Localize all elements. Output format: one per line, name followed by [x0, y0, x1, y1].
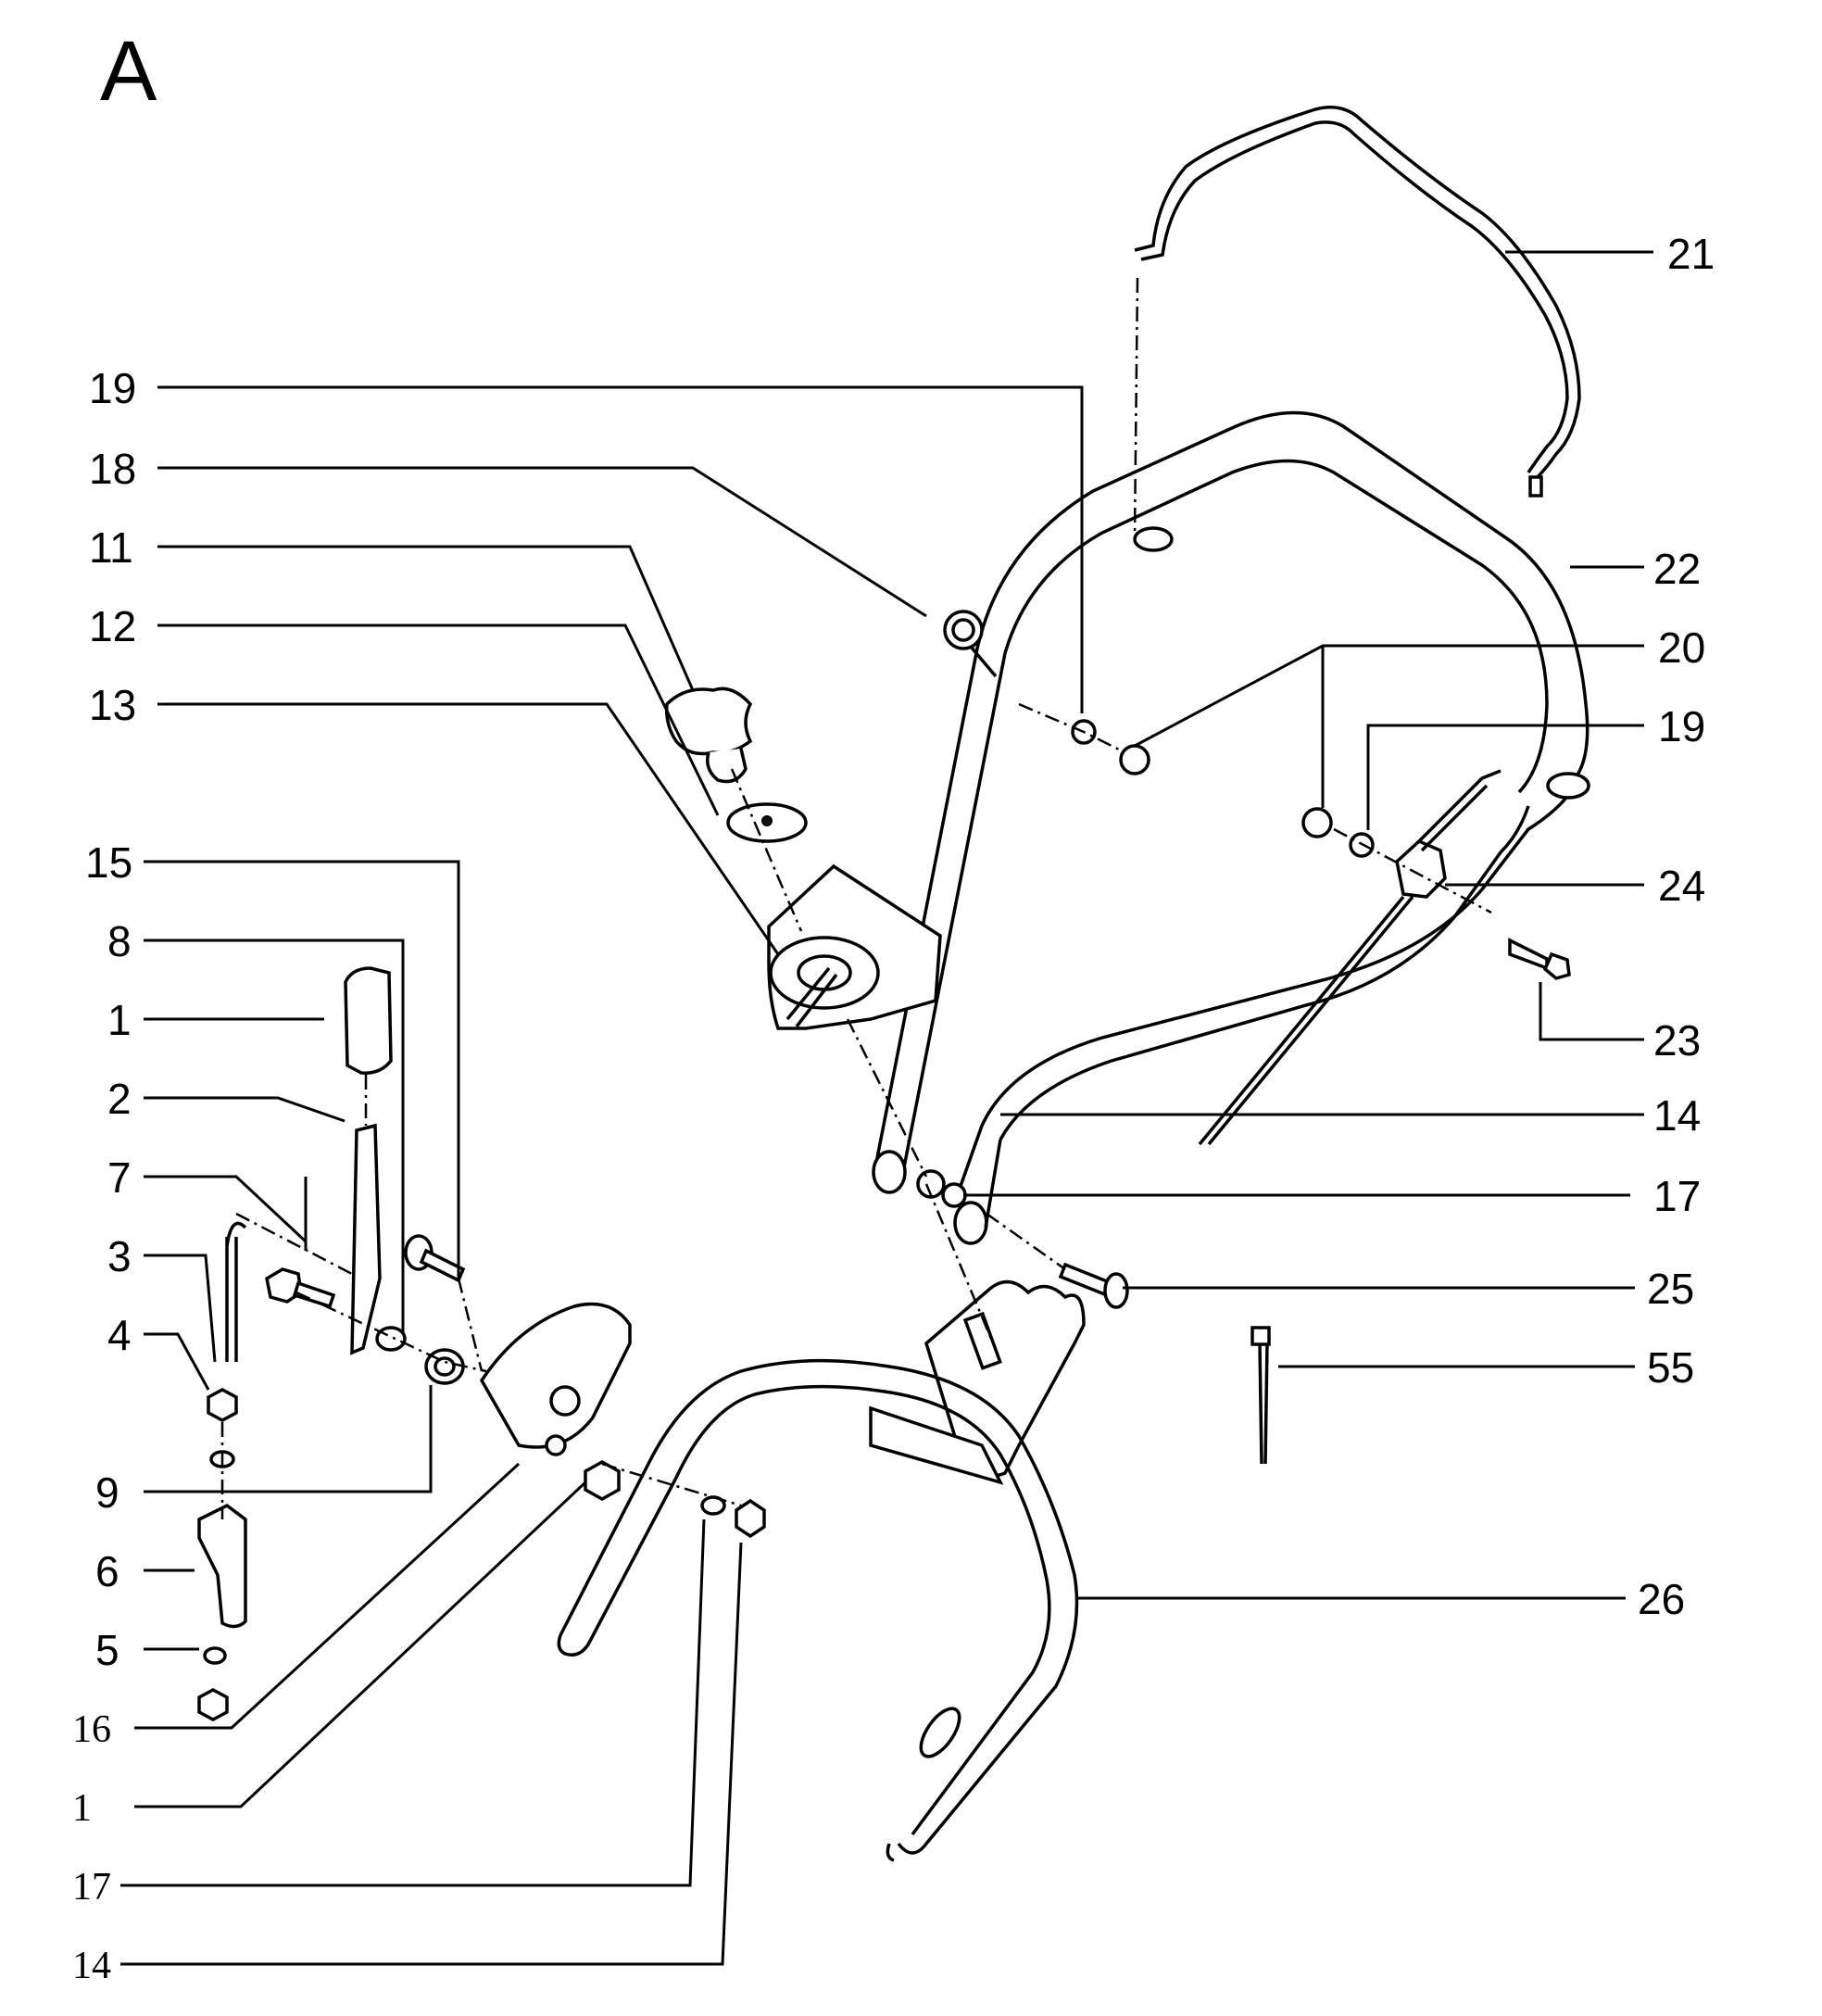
callout-17-right: 17: [1653, 1172, 1701, 1220]
callout-2: 2: [107, 1075, 132, 1123]
bail-cable-part: [1134, 106, 1581, 498]
bolt-23-part: [1508, 938, 1571, 980]
star-knob-part: [664, 687, 753, 784]
lever-arm-part: [350, 1123, 382, 1355]
callout-12: 12: [89, 602, 136, 650]
nut-washer-17-part: [916, 1169, 967, 1208]
callout-22: 22: [1653, 545, 1701, 593]
adjuster-plate-part: [767, 863, 942, 1030]
diagram-title: A: [100, 24, 157, 119]
callout-25: 25: [1647, 1265, 1694, 1313]
callout-15: 15: [85, 838, 132, 887]
callout-1-upper: 1: [107, 996, 132, 1044]
callout-7: 7: [107, 1153, 132, 1202]
callout-5: 5: [95, 1626, 119, 1674]
nut-4-part: [207, 1388, 238, 1468]
callout-55: 55: [1647, 1343, 1694, 1392]
cable-tie-part: [1250, 1326, 1271, 1465]
callout-6: 6: [95, 1547, 119, 1595]
callout-19-right: 19: [1658, 702, 1705, 750]
callout-24: 24: [1658, 862, 1705, 910]
callout-14-bottom: 14: [72, 1945, 111, 1987]
sector-bracket-part: [869, 1279, 1086, 1485]
callout-19-top: 19: [89, 364, 136, 412]
nut-5-part: [197, 1646, 229, 1721]
callout-11: 11: [89, 523, 133, 572]
pivot-rod-part: [225, 1221, 247, 1362]
callout-20: 20: [1658, 624, 1705, 672]
lower-handle-part: [557, 1358, 1079, 1862]
callout-1-lower: 1: [72, 1787, 92, 1830]
callout-labels: 21 19 18 11 12 13 22 20 19 15 8 24 1 2 2…: [72, 230, 1715, 1987]
bolt-7-part: [265, 1267, 336, 1309]
nut-16-part: [584, 1459, 621, 1502]
callout-18: 18: [89, 445, 136, 493]
bolt-15-part: [404, 1234, 466, 1283]
carriage-bolt-part: [1058, 1262, 1129, 1309]
nut-washer-set-part: [1071, 719, 1375, 858]
handle-grip-part: [344, 966, 393, 1075]
height-sector-part: [479, 1302, 632, 1456]
callout-17-bottom: 17: [72, 1866, 111, 1909]
upper-handle-part: [872, 410, 1590, 1245]
callout-4: 4: [107, 1311, 132, 1359]
bracket-6-part: [197, 1503, 247, 1629]
callout-21: 21: [1667, 230, 1715, 278]
callout-26: 26: [1638, 1575, 1685, 1623]
callout-23: 23: [1653, 1016, 1701, 1065]
nut-washer-lower-part: [700, 1495, 766, 1539]
callout-8: 8: [107, 917, 132, 965]
leader-lines: [120, 250, 1653, 1966]
spring-clip-part: [943, 610, 998, 678]
callout-13: 13: [89, 681, 136, 729]
callout-3: 3: [107, 1232, 132, 1280]
callout-9: 9: [95, 1468, 119, 1517]
assembly-lines: [220, 277, 1492, 1519]
control-lever-part: [1198, 769, 1502, 1146]
callout-16: 16: [72, 1708, 111, 1751]
callout-14-right: 14: [1653, 1091, 1701, 1140]
flat-washer-part: [726, 802, 808, 843]
